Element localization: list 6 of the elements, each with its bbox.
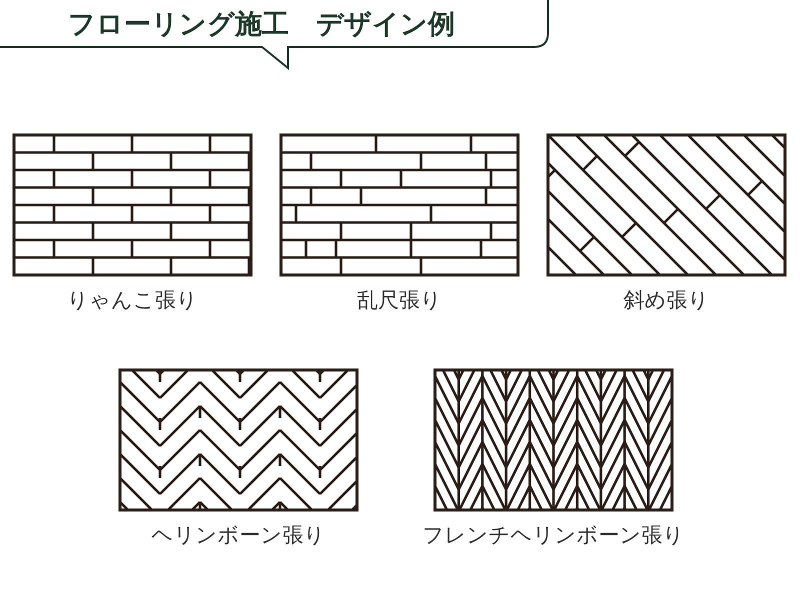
pattern-caption: 斜め張り bbox=[624, 287, 710, 314]
pattern-caption: フレンチヘリンボーン張り bbox=[422, 522, 684, 549]
pattern-caption: りゃんこ張り bbox=[67, 287, 198, 314]
title: フローリング施工 デザイン例 bbox=[68, 8, 455, 42]
pattern-caption: 乱尺張り bbox=[357, 287, 442, 314]
pattern-caption: ヘリンボーン張り bbox=[152, 522, 326, 549]
